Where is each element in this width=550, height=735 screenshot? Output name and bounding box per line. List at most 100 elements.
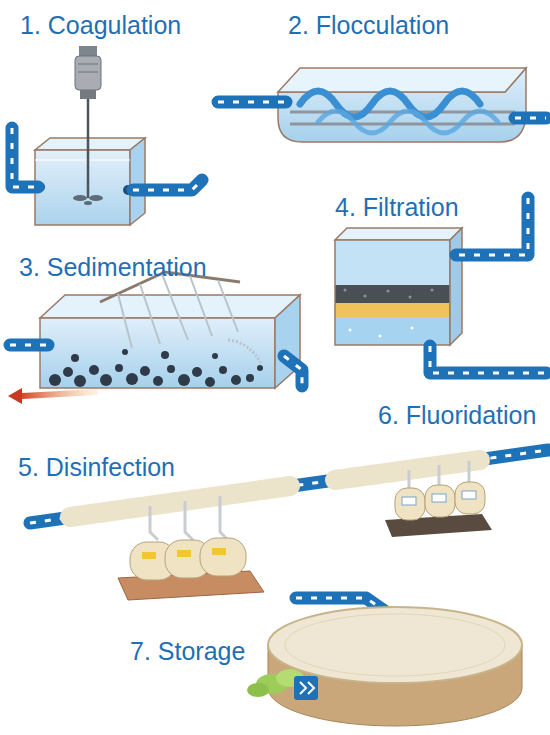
filtration-tank-part-part: [409, 296, 412, 299]
pipe-part: [218, 101, 286, 104]
coagulation-tank-part: [80, 90, 96, 99]
sedimentation-basin-part: [40, 318, 275, 388]
filtration-tank-part: [335, 228, 462, 240]
sedimentation-basin-part-part: [71, 354, 79, 362]
sedimentation-basin-part-part: [140, 284, 160, 344]
sedimentation-basin-part: [118, 274, 238, 348]
pipe-part: [456, 198, 528, 255]
sedimentation-basin-part-part: [246, 374, 254, 382]
sedimentation-basin-part-part: [74, 375, 86, 387]
filtration-tank-part-part: [364, 295, 367, 298]
coagulation-tank-part: [84, 201, 92, 205]
sedimentation-basin-part-part: [219, 366, 227, 374]
stage-heading: 5. Disinfection: [18, 452, 175, 482]
coagulation-tank-part: [87, 99, 90, 198]
filtration-tank-part-part: [349, 329, 352, 332]
filtration-tank-part-part: [431, 289, 434, 292]
storage-tank: [247, 607, 522, 726]
flocculation-basin-part: [290, 123, 515, 126]
stage-heading: 3. Sedimentation: [19, 252, 207, 282]
sedimentation-basin-part-part: [63, 367, 73, 377]
pipe-part: [133, 180, 202, 190]
pipe-part: [133, 180, 202, 190]
sedimentation-basin-part-part: [140, 366, 150, 376]
sedimentation-basin-part-part: [162, 274, 188, 340]
storage-tank-part: [268, 607, 522, 683]
disinfection-equipment-part: [177, 550, 191, 557]
disinfection-equipment-part: [200, 538, 246, 576]
coagulation-tank-part: [130, 138, 145, 225]
pipe-part: [284, 356, 302, 386]
sedimentation-basin-part-part: [153, 376, 163, 386]
sedimentation-basin-part-part: [126, 373, 138, 385]
coagulation-tank-part: [89, 195, 103, 201]
coagulation-tank-part: [73, 195, 87, 201]
sedimentation-basin-part-part: [192, 367, 202, 377]
sedimentation-basin-part: [49, 349, 263, 387]
stage-box: 5. Disinfection: [12, 450, 287, 600]
flocculation-basin-part: [318, 111, 498, 133]
coagulation-tank-part: [78, 64, 98, 65]
coagulation-tank-part: [79, 46, 97, 56]
fluoridation-equipment-part: [455, 482, 485, 514]
sedimentation-basin-part-part: [218, 280, 238, 332]
filtration-tank-part: [335, 285, 450, 303]
stage-box: 1. Coagulation: [15, 8, 255, 238]
pipe-part: [218, 96, 286, 109]
filtration-tank-part: [349, 327, 414, 338]
storage-tank-part: [294, 676, 318, 700]
disinfection-equipment-part: [212, 548, 226, 555]
sedimentation-basin-part-part: [167, 365, 175, 373]
sedimentation-basin-part-part: [118, 294, 132, 348]
stage-heading: 6. Fluoridation: [378, 400, 536, 430]
sedimentation-basin-part-part: [178, 374, 190, 386]
disinfection-equipment-part-part: [185, 501, 193, 540]
sedimentation-basin-part-part: [190, 276, 212, 336]
fluoridation-equipment-part-part: [408, 470, 411, 488]
sedimentation-basin-part-part: [49, 374, 61, 386]
fluoridation-equipment: [335, 460, 492, 537]
coagulation-tank: [35, 46, 145, 225]
sedimentation-basin-part-part: [257, 365, 263, 371]
filtration-tank-part: [335, 240, 450, 285]
pipe-part: [284, 356, 302, 386]
coagulation-tank-part: [35, 150, 130, 225]
sedimentation-basin-part: [40, 295, 300, 318]
sedimentation-basin-part-part: [122, 349, 128, 355]
fluoridation-equipment-part: [402, 497, 416, 505]
stage-box: 3. Sedimentation: [15, 252, 315, 402]
pipe-part: [12, 128, 38, 187]
stage-heading: 1. Coagulation: [20, 10, 181, 40]
filtration-tank-part-part: [411, 327, 414, 330]
filtration-tank-part: [344, 289, 434, 299]
sedimentation-basin-part-part: [231, 375, 241, 385]
stage-box: 7. Storage: [120, 628, 530, 728]
sedimentation-basin-part: [228, 340, 262, 365]
filtration-tank: [335, 228, 462, 345]
pipe-part: [12, 128, 38, 187]
stage-heading: 7. Storage: [130, 636, 245, 666]
stage-box: 6. Fluoridation: [368, 398, 548, 538]
storage-tank-part: [285, 614, 505, 676]
disinfection-equipment-part-part: [150, 506, 158, 540]
filtration-tank-part-part: [344, 289, 347, 292]
fluoridation-equipment-part: [432, 494, 446, 502]
sedimentation-basin-part-part: [212, 353, 218, 359]
pipe: [10, 102, 548, 612]
pipe-part: [515, 117, 546, 120]
storage-tank-part: [247, 683, 269, 697]
pipe-part: [430, 346, 546, 373]
filtration-tank-part: [335, 303, 450, 317]
stage-heading: 4. Filtration: [335, 192, 459, 222]
pipe-part: [456, 198, 528, 255]
sedimentation-basin: [8, 272, 300, 404]
disinfection-equipment-part: [142, 552, 156, 559]
sedimentation-basin-part-part: [100, 374, 112, 386]
sedimentation-basin-part-part: [161, 351, 169, 359]
fluoridation-equipment-part: [462, 491, 476, 499]
filtration-tank-part-part: [387, 290, 390, 293]
pipe-part: [10, 344, 48, 347]
coagulation-tank-part: [78, 72, 98, 73]
